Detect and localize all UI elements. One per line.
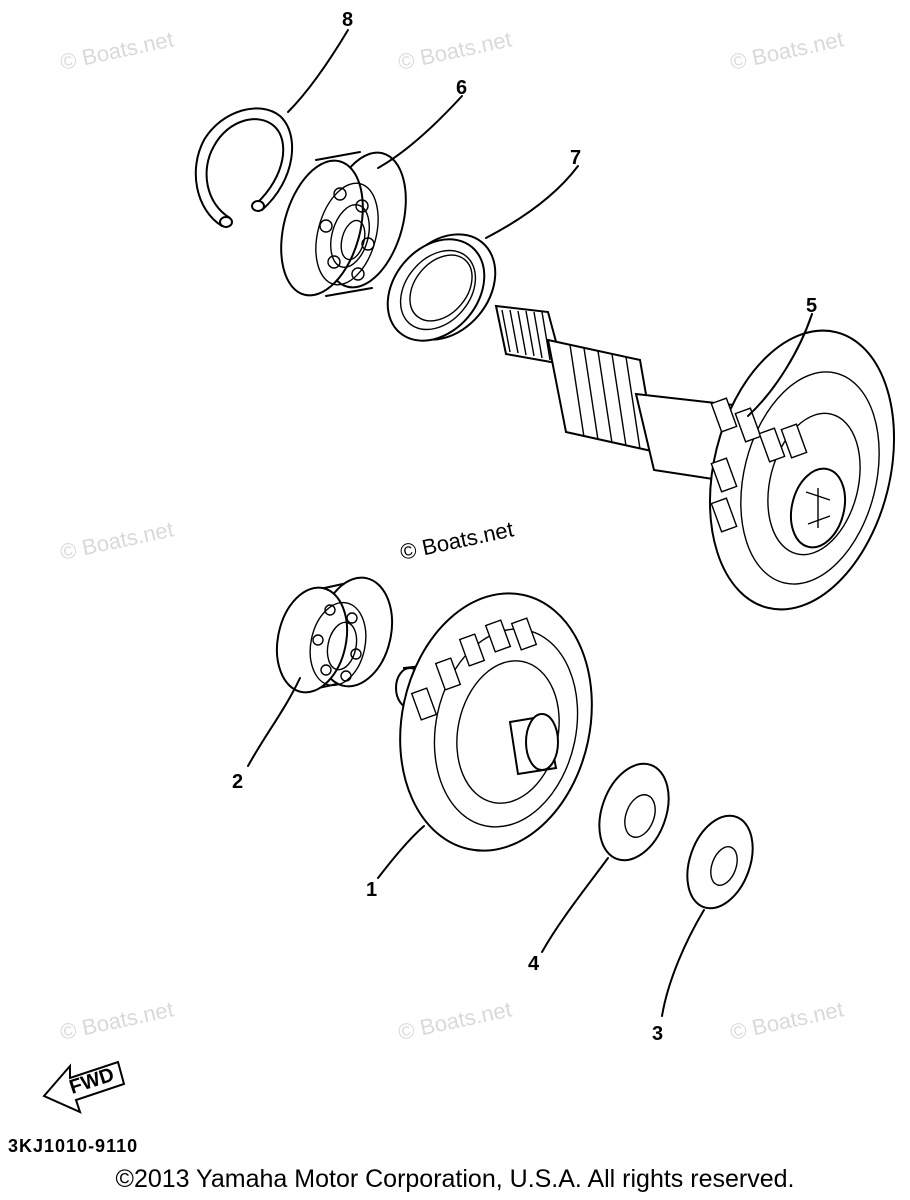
gear-part-1[interactable] — [377, 575, 615, 868]
callout-1: 1 — [366, 879, 377, 901]
leader-lines — [247, 29, 813, 1017]
watermark-6: © Boats.net — [58, 996, 176, 1044]
watermark-1: © Boats.net — [58, 26, 176, 74]
callout-6: 6 — [456, 77, 467, 99]
watermark-4: © Boats.net — [58, 516, 176, 564]
watermark-2: © Boats.net — [396, 26, 514, 74]
callout-2: 2 — [232, 771, 243, 793]
washer-part-3[interactable] — [675, 807, 764, 918]
callout-5: 5 — [806, 295, 817, 317]
watermark-3: © Boats.net — [728, 26, 846, 74]
callout-8: 8 — [342, 9, 353, 31]
washer-part-4[interactable] — [587, 754, 681, 870]
callout-numbers: 8 6 7 5 2 1 4 3 — [232, 9, 817, 1045]
oil-seal-part-7[interactable] — [368, 214, 516, 360]
center-watermark: © Boats.net — [398, 516, 516, 564]
watermark-8: © Boats.net — [728, 996, 846, 1044]
copyright-notice: ©2013 Yamaha Motor Corporation, U.S.A. A… — [115, 1165, 795, 1193]
bearing-part-2[interactable] — [268, 571, 402, 699]
bearing-part-6[interactable] — [267, 144, 419, 305]
shaft-gear-part-5[interactable] — [494, 304, 910, 629]
watermark-7: © Boats.net — [396, 996, 514, 1044]
callout-3: 3 — [652, 1023, 663, 1045]
circlip-part-8[interactable] — [194, 107, 294, 228]
callout-7: 7 — [570, 147, 581, 169]
fwd-arrow-icon: FWD — [42, 1060, 126, 1114]
part-code: 3KJ1010-9110 — [8, 1136, 139, 1156]
callout-4: 4 — [528, 953, 540, 975]
